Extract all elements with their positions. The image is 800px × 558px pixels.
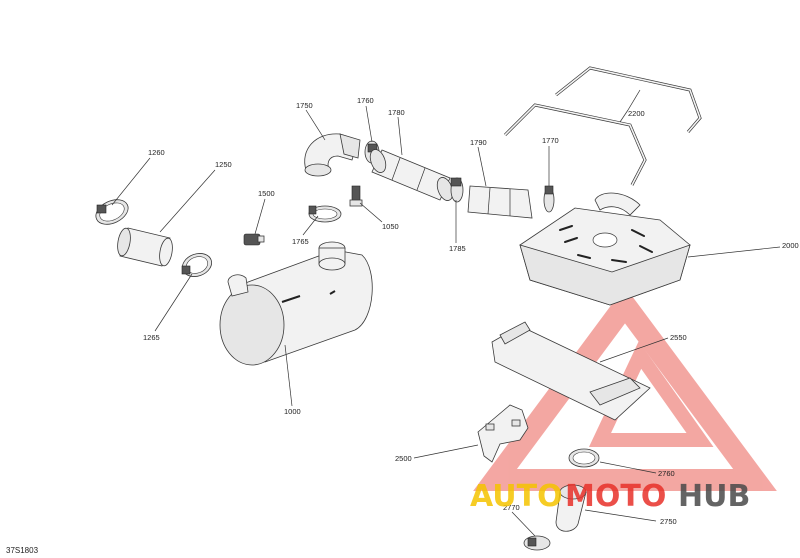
callout-2200: 2200 [628,109,645,118]
drawing-code: 37S1803 [6,546,39,555]
callout-1785: 1785 [449,244,466,253]
callout-1500: 1500 [258,189,275,198]
callout-2760: 2760 [658,469,675,478]
watermark-hub: HUB [678,479,750,514]
fitting-1050 [349,185,363,207]
callout-1750: 1750 [296,101,313,110]
leader-lines [111,89,781,537]
tailpipe-2750 [555,484,587,532]
clamp-1785 [450,177,464,203]
clamp-2770 [523,535,551,551]
clamp-2760 [568,448,600,468]
callout-1000: 1000 [284,407,301,416]
tube-1780 [369,149,454,201]
airbox-2000 [519,192,691,306]
callout-1760: 1760 [357,96,374,105]
callout-2750: 2750 [660,517,677,526]
clamp-1770 [543,185,555,213]
clamp-1765 [308,205,342,223]
callout-2770: 2770 [503,503,520,512]
callout-2550: 2550 [670,333,687,342]
straps-2200 [503,66,702,186]
callout-1260: 1260 [148,148,165,157]
callout-1765: 1765 [292,237,309,246]
callout-1250: 1250 [215,160,232,169]
boot-1790 [467,185,533,219]
elbow-1750 [304,133,361,177]
bracket-2500 [477,404,529,463]
clamp-1260 [95,199,129,225]
clamp-1265 [181,253,212,277]
watermark-auto: AUTO [470,479,563,514]
callout-1770: 1770 [542,136,559,145]
sleeve-1250 [117,227,173,267]
callout-1780: 1780 [388,108,405,117]
callout-1790: 1790 [470,138,487,147]
plate-2550 [491,321,651,421]
watermark-logo: AUTO MOTO HUB [470,479,750,514]
callout-2500: 2500 [395,454,412,463]
callout-labels: 1260 1250 1265 1500 1765 1750 1760 1780 … [143,96,799,526]
muffler-1000 [219,241,373,366]
watermark-moto: MOTO [565,479,666,514]
callout-1050: 1050 [382,222,399,231]
callout-1265: 1265 [143,333,160,342]
callout-2000: 2000 [782,241,799,250]
sensor-1500 [243,233,265,246]
